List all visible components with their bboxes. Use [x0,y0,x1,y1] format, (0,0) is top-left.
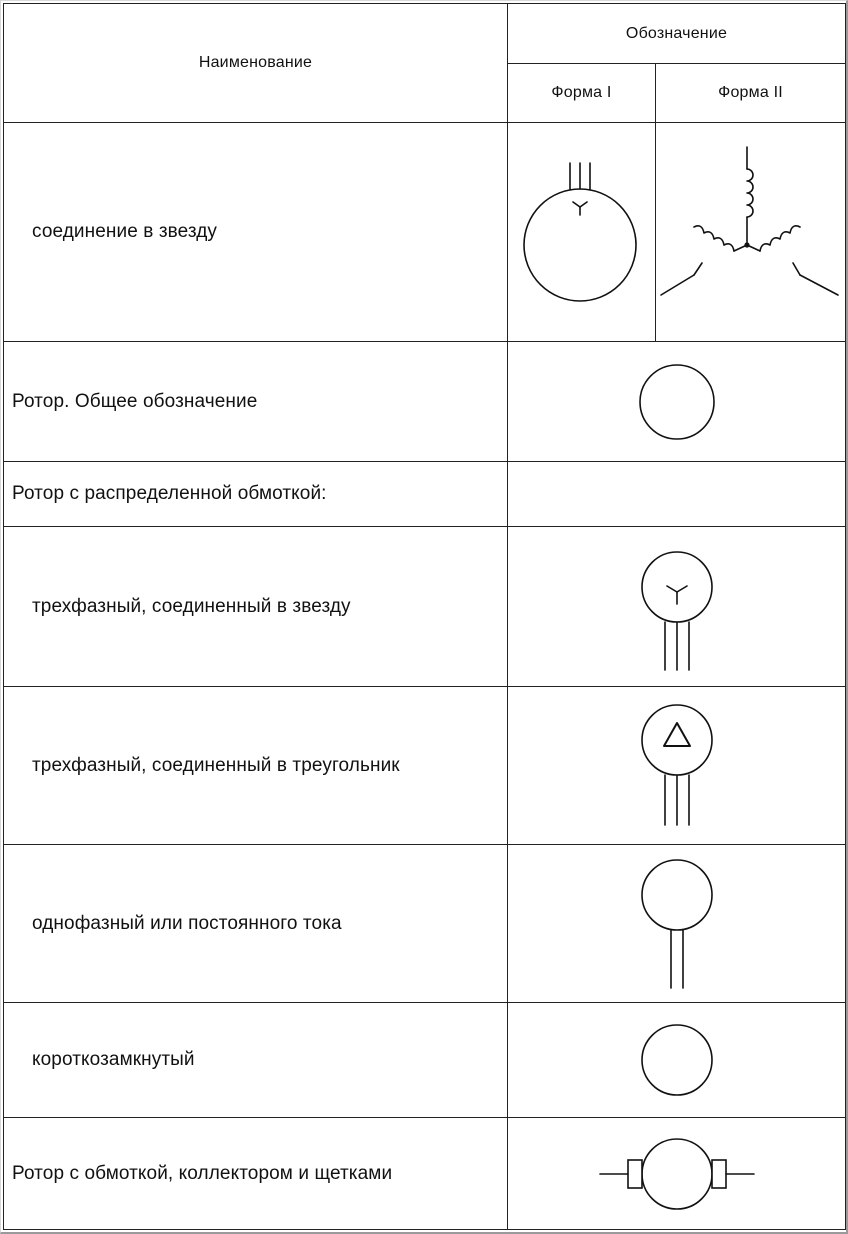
row-label: Ротор. Общее обозначение [12,390,258,412]
row-label-cell: соединение в звезду [3,122,508,342]
row-label: Ротор с распределенной обмоткой: [12,483,327,504]
symbol-cell [507,686,846,845]
table-row: Ротор с распределенной обмоткой: [3,461,846,527]
star-connected-coils-icon [660,146,839,296]
header-form1-label: Форма I [551,84,612,101]
symbol-form2-cell [655,122,846,342]
row-label-cell: трехфазный, соединенный в треугольник [3,686,508,845]
header-forms-row: Форма I Форма II [4,63,846,123]
symbol-cell [507,1117,846,1230]
table-row: короткозамкнутый [3,1002,846,1118]
header-form1-cell: Форма I [507,63,656,123]
table-row: Ротор с обмоткой, коллектором и щетками [3,1117,846,1230]
table-row: Ротор. Общее обозначение [3,341,846,462]
row-label: трехфазный, соединенный в звезду [32,595,351,617]
symbol-cell-empty [507,461,846,527]
rotor-circle-icon [638,363,715,440]
symbol-form1-cell [507,122,656,342]
commutator-rotor-brushes-icon [598,1137,755,1210]
row-label: трехфазный, соединенный в треугольник [32,754,400,776]
symbol-cell [507,844,846,1003]
row-label: короткозамкнутый [32,1049,195,1070]
rotor-delta-three-leads-icon [640,703,713,826]
row-label: соединение в звезду [32,221,218,242]
table-row: однофазный или постоянного тока [3,844,846,1003]
row-label-cell: однофазный или постоянного тока [3,844,508,1003]
symbol-cell [507,1002,846,1118]
squirrel-cage-rotor-icon [640,1024,713,1096]
row-label-cell: Ротор с обмоткой, коллектором и щетками [3,1117,508,1230]
rotor-star-three-leads-icon [640,550,713,671]
table-row: трехфазный, соединенный в звезду [3,526,846,687]
row-label-cell: короткозамкнутый [3,1002,508,1118]
symbol-cell [507,341,846,462]
row-label: однофазный или постоянного тока [32,912,342,934]
header-name-cell: Наименование [3,3,508,123]
header-form2-cell: Форма II [655,63,846,123]
header-form2-label: Форма II [718,84,783,101]
header-designation-label: Обозначение [625,24,728,42]
header-name-label: Наименование [198,54,313,71]
row-label-cell: Ротор с распределенной обмоткой: [3,461,508,527]
row-label-cell: трехфазный, соединенный в звезду [3,526,508,687]
header-designation-cell: Обозначение [507,3,846,64]
stator-star-winding-icon [523,162,637,302]
rotor-two-leads-icon [640,858,713,989]
header-row: Наименование Обозначение [3,3,846,123]
row-label-cell: Ротор. Общее обозначение [3,341,508,462]
table-row: трехфазный, соединенный в треугольник [3,686,846,845]
table-row: соединение в звезду [3,122,846,342]
row-label: Ротор с обмоткой, коллектором и щетками [12,1162,393,1184]
symbols-table: Наименование Обозначение Форма I Форма I… [3,3,846,1230]
symbol-cell [507,526,846,687]
